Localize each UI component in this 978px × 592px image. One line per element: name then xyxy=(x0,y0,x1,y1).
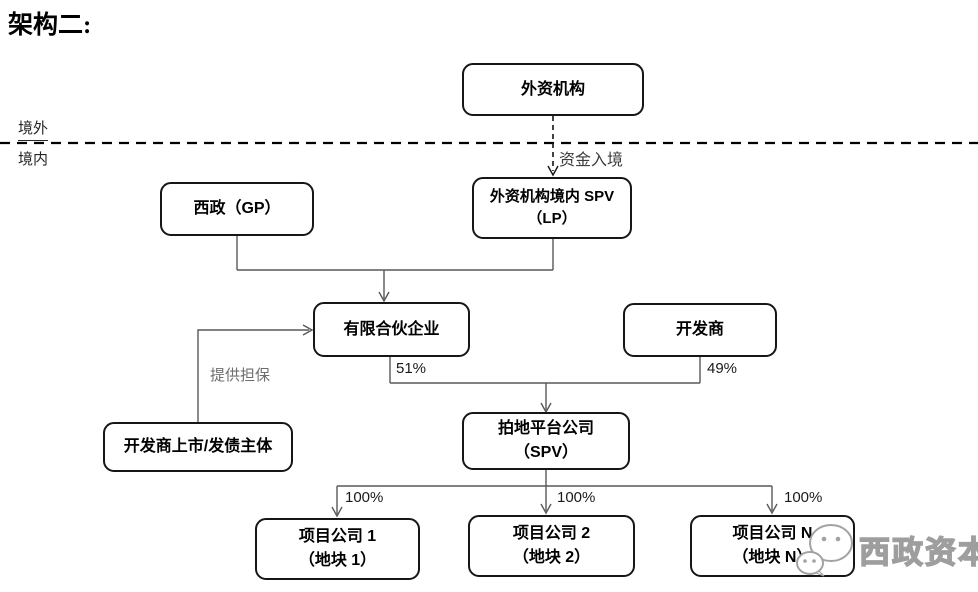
node-label-line2: （SPV） xyxy=(513,444,579,461)
page-title: 架构二: xyxy=(8,12,92,39)
node-label-line2: （地块 2） xyxy=(512,549,591,566)
node-foreign-institution: 外资机构 xyxy=(462,63,644,116)
node-label-line2: （LP） xyxy=(527,210,577,227)
node-limited-partnership: 有限合伙企业 xyxy=(313,302,470,357)
offshore-label: 境外 xyxy=(18,117,49,141)
capital-entry-arrowhead xyxy=(547,165,559,177)
project1-arrowhead xyxy=(331,506,343,518)
node-label-line1: 项目公司 1 xyxy=(298,528,377,545)
node-label-line1: 项目公司 N xyxy=(732,525,813,542)
partnership-arrowhead xyxy=(378,291,390,303)
node-label: 有限合伙企业 xyxy=(343,320,440,338)
node-label: 西政（GP） xyxy=(193,200,281,217)
node-label-line2: （地块 1） xyxy=(298,552,377,569)
project2-stake-label: 100% xyxy=(557,489,596,506)
lp-stake-label: 51% xyxy=(396,360,427,377)
developer-stake-label: 49% xyxy=(707,360,738,377)
node-project-company-n: 项目公司 N （地块 N） xyxy=(690,515,855,577)
guarantee-label: 提供担保 xyxy=(210,367,271,384)
node-label: 开发商 xyxy=(675,321,724,338)
guarantee-elbow-line xyxy=(197,329,309,422)
guarantee-arrowhead xyxy=(302,324,314,336)
onshore-label: 境内 xyxy=(18,151,49,168)
node-label-line1: 项目公司 2 xyxy=(512,525,591,542)
projectn-stake-label: 100% xyxy=(784,489,823,506)
project1-stake-label: 100% xyxy=(345,489,384,506)
node-label-line2: （地块 N） xyxy=(732,549,813,566)
projectn-arrowhead xyxy=(766,503,778,515)
node-label: 外资机构 xyxy=(520,80,585,98)
node-label-line1: 拍地平台公司 xyxy=(497,420,594,437)
capital-entry-label: 资金入境 xyxy=(559,152,624,169)
node-developer-listed-entity: 开发商上市/发债主体 xyxy=(103,422,293,472)
node-foreign-spv-lp: 外资机构境内 SPV （LP） xyxy=(472,177,632,239)
node-developer: 开发商 xyxy=(623,303,777,357)
node-label-line1: 外资机构境内 SPV xyxy=(489,187,615,205)
node-project-company-2: 项目公司 2 （地块 2） xyxy=(468,515,635,577)
node-land-platform-spv: 拍地平台公司 （SPV） xyxy=(462,412,630,470)
project2-arrowhead xyxy=(540,503,552,515)
node-label: 开发商上市/发债主体 xyxy=(123,438,273,455)
node-project-company-1: 项目公司 1 （地块 1） xyxy=(255,518,420,580)
node-xizheng-gp: 西政（GP） xyxy=(160,182,314,236)
